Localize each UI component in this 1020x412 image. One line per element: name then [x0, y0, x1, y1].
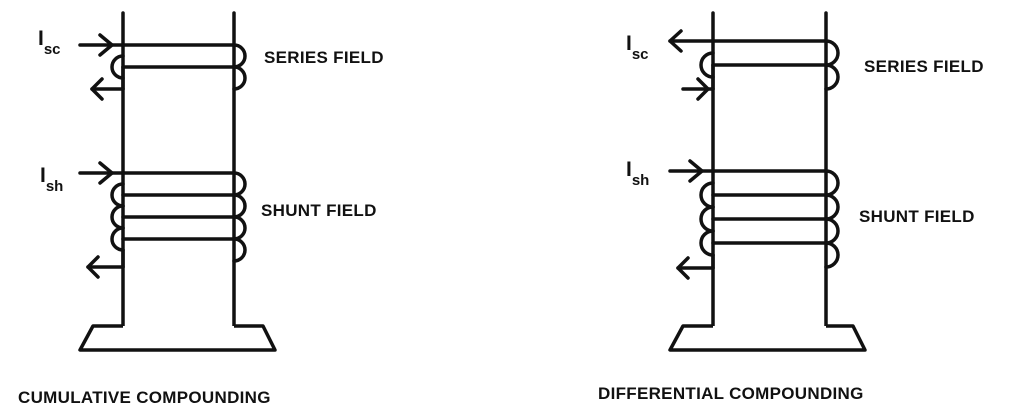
cumulative-diagram: Isc Ish SERIES FIELD SHUNT FIELD CUMULAT… [18, 11, 384, 407]
series-current-label: Isc [626, 32, 649, 63]
series-field-label: SERIES FIELD [864, 57, 984, 76]
differential-caption: DIFFERENTIAL COMPOUNDING [598, 384, 864, 403]
shunt-current-label: Ish [40, 164, 63, 195]
pole-core [121, 11, 236, 328]
shunt-input-arrow [78, 161, 125, 185]
series-input-arrow [668, 29, 715, 53]
shunt-output-arrow [676, 253, 715, 280]
series-winding [110, 43, 247, 91]
series-winding [699, 39, 840, 91]
cumulative-caption: CUMULATIVE COMPOUNDING [18, 388, 271, 407]
shunt-output-arrow [86, 248, 125, 279]
series-field-label: SERIES FIELD [264, 48, 384, 67]
shunt-input-arrow [668, 159, 715, 183]
shunt-winding [110, 171, 247, 263]
pole-shoe [668, 324, 867, 352]
differential-diagram: Isc Ish SERIES FIELD SHUNT FIELD DIFFERE… [598, 11, 984, 403]
pole-shoe [78, 324, 277, 352]
shunt-current-label: Ish [626, 158, 649, 189]
series-current-label: Isc [38, 27, 61, 58]
shunt-winding [699, 169, 840, 269]
shunt-field-label: SHUNT FIELD [859, 207, 975, 226]
series-input-arrow [78, 33, 125, 57]
series-output-arrow [681, 63, 715, 101]
series-output-arrow [90, 65, 125, 101]
shunt-field-label: SHUNT FIELD [261, 201, 377, 220]
